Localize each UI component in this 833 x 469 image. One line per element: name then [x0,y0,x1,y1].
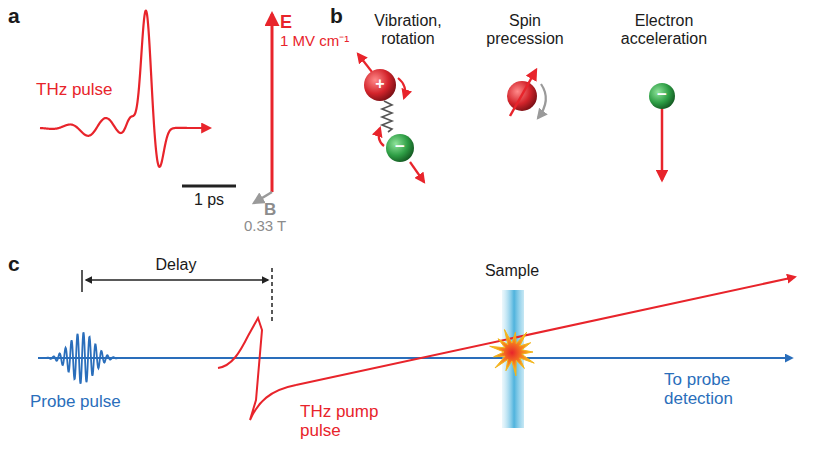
delay-label: Delay [141,256,211,274]
electron-figure [649,83,675,180]
probe-pulse [38,332,126,383]
probe-pulse [38,332,126,383]
sample-label: Sample [472,262,552,280]
pulse-label: Probe pulse [30,392,140,411]
pulse-label: THz pulse [36,80,126,99]
pulse-label: THz pump pulse [300,402,392,440]
process-label: Spin precession [475,12,575,48]
panel-letter: a [8,4,32,28]
charge-sign: + [370,75,390,93]
panel-letter: b [330,4,354,28]
panel-letter: c [8,252,32,276]
charge-sign: − [652,85,672,104]
excitation-star [490,330,535,376]
detection-label: To probe detection [664,370,782,408]
excitation-star [490,330,535,376]
delay-tick [81,270,83,292]
field-symbol: E [280,12,304,32]
field-value: 0.33 T [244,218,304,235]
field-symbol: B [264,200,284,219]
charge-sign: − [390,137,410,156]
process-label: Electron acceleration [609,12,719,48]
delay-bracket [86,279,268,281]
pump-beam [296,277,795,385]
dipole-figure [358,54,424,182]
scale-bar [182,185,236,188]
e-field-arrow [271,14,274,192]
field-value: 1 MV cm⁻¹ [280,33,366,50]
scale-label: 1 ps [184,191,234,209]
pump-pulse [218,318,296,420]
delay-tick [271,268,273,322]
process-label: Vibration, rotation [360,12,456,48]
spin-figure [507,70,546,118]
